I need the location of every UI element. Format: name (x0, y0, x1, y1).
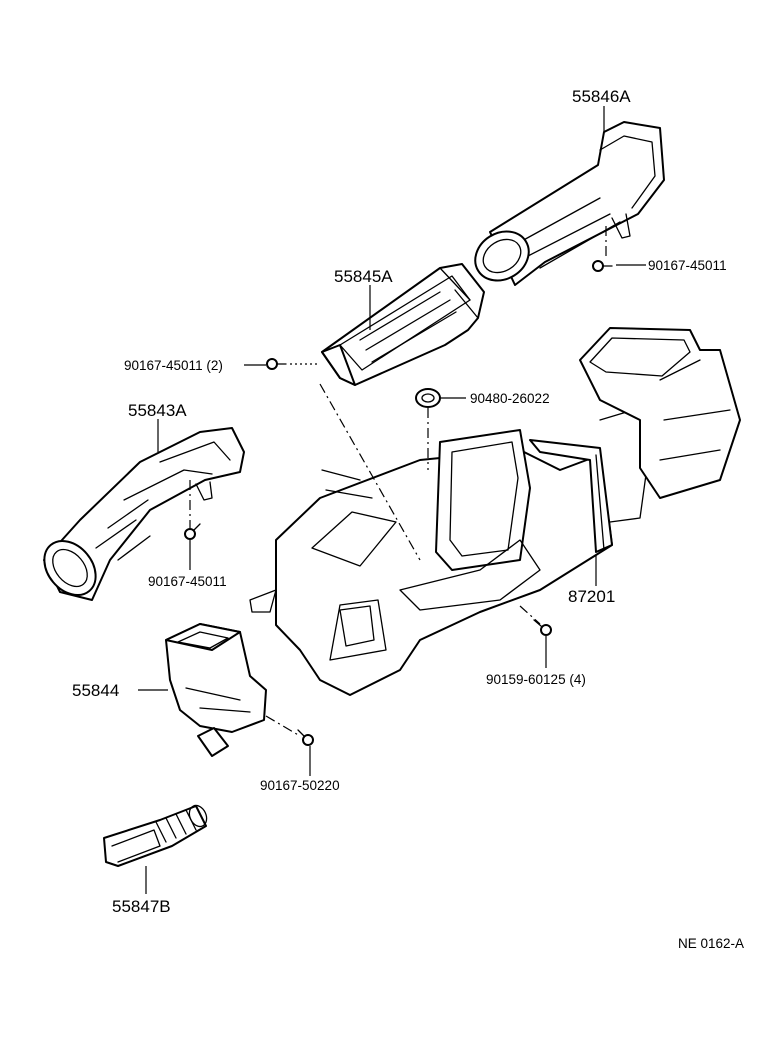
label-55846A: 55846A (572, 87, 631, 106)
duct-55844[interactable] (165, 623, 267, 757)
rear-duct (579, 327, 741, 499)
label-55843A: 55843A (128, 401, 187, 420)
grommet-90480-26022[interactable] (415, 388, 441, 408)
screw-90167-45011-2[interactable] (266, 358, 287, 370)
label-90167-45011-b: 90167-45011 (148, 574, 227, 589)
screw-90159-60125[interactable] (533, 619, 552, 636)
label-55847B: 55847B (112, 897, 171, 916)
label-90159-60125: 90159-60125 (4) (486, 672, 586, 687)
diagram-reference: NE 0162-A (678, 936, 744, 951)
label-55844: 55844 (72, 681, 119, 700)
screw-90167-45011-a[interactable] (592, 260, 613, 272)
heater-unit-87201[interactable] (249, 407, 649, 696)
hose-55847B[interactable] (103, 803, 210, 867)
duct-55845A[interactable] (321, 263, 485, 386)
label-90480-26022: 90480-26022 (470, 391, 550, 406)
label-90167-50220: 90167-50220 (260, 778, 340, 793)
label-55845A: 55845A (334, 267, 393, 286)
screw-90167-45011-b[interactable] (184, 523, 201, 540)
leader-lines (138, 106, 646, 894)
label-90167-45011-2: 90167-45011 (2) (124, 358, 223, 373)
assembly-lines (189, 226, 607, 737)
duct-55846A[interactable] (466, 121, 665, 290)
screw-90167-50220[interactable] (297, 729, 314, 746)
duct-55843A[interactable] (34, 427, 245, 605)
label-90167-45011-a: 90167-45011 (648, 258, 727, 273)
label-87201: 87201 (568, 587, 615, 606)
